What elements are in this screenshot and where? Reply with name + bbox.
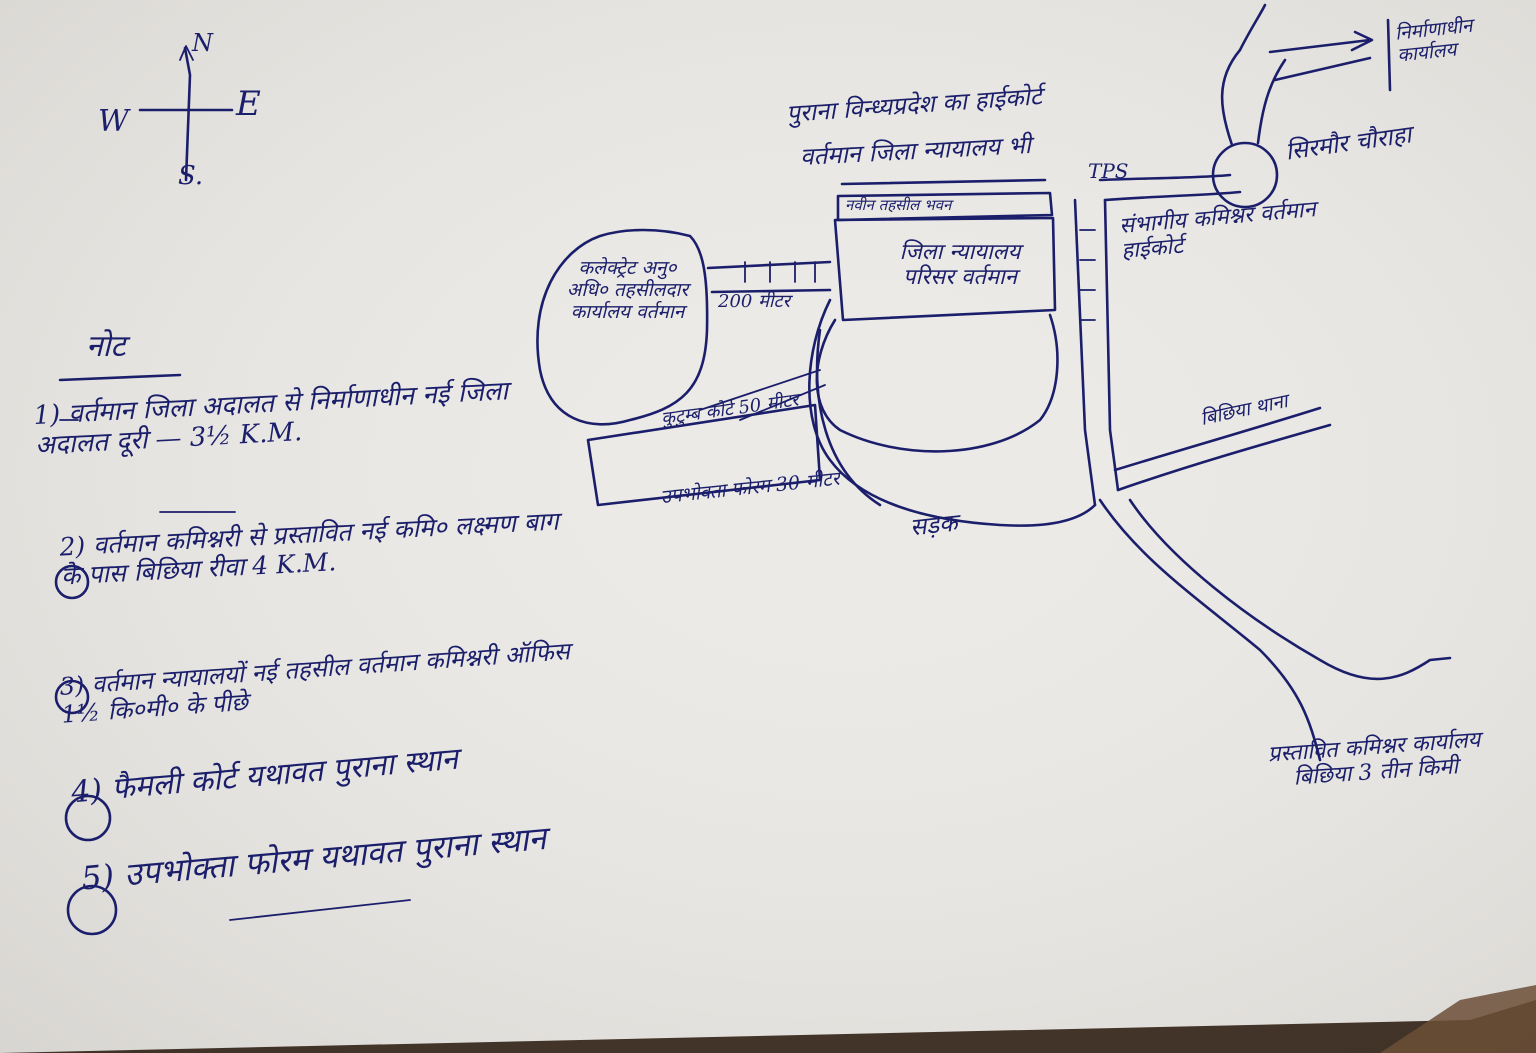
compass-east-label: E: [236, 84, 261, 124]
note-number-circle: [54, 564, 90, 600]
district-court-building-outline: [833, 216, 1057, 322]
note-item-number: 3: [58, 671, 76, 701]
district-court-campus-label: जिला न्यायालय परिसर वर्तमान: [899, 240, 1021, 291]
note-item-number: 2: [58, 531, 77, 562]
note-number-circle: [64, 794, 112, 842]
note-number-circle: [54, 679, 90, 715]
notes-heading: नोट: [86, 329, 126, 364]
tps-label: TPS: [1088, 159, 1129, 183]
compass-west-label: W: [98, 104, 129, 139]
note-item-number: 5: [79, 857, 104, 898]
sirmour-chowk-circle: [1211, 141, 1279, 209]
note-number-circle: [66, 884, 118, 936]
road-label: सड़क: [908, 508, 959, 542]
collectorate-label: कलेक्ट्रेट अनु० अधि० तहसीलदार कार्यालय व…: [566, 257, 689, 323]
new-tehsil-building-label: नवीन तहसील भवन: [845, 196, 952, 214]
compass-rose: [138, 45, 234, 182]
compass-south-label: S.: [178, 161, 204, 191]
note-item-number: 1: [32, 400, 51, 432]
collectorate-outline: [536, 228, 709, 426]
compass-north-label: N: [192, 29, 213, 57]
note-item-number: 4: [69, 773, 92, 811]
distance-200m-label: 200 मीटर: [718, 291, 790, 312]
